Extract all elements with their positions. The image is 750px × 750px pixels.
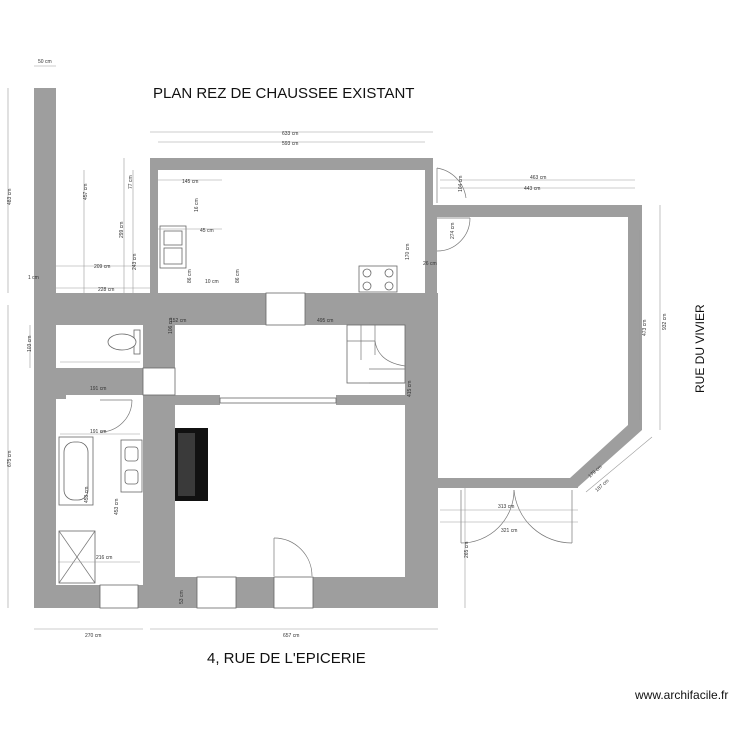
window-south-1 [99,584,139,609]
dimension-label: 593 cm [282,141,298,147]
dimension-label: 170 cm [405,244,411,260]
burner [384,268,394,278]
dimension-label: 443 cm [524,186,540,192]
dimension-label: 228 cm [98,287,114,293]
dimension-label: 50 cm [38,59,52,65]
burner [384,281,394,291]
dimension-label: 1 cm [28,275,39,281]
dimension-label: 16 cm [194,198,200,212]
window-corridor [142,367,176,396]
dimension-label: 152 cm [170,318,186,324]
south-wall-mid [138,585,197,608]
window-mid [265,292,306,326]
dimension-label: 86 cm [235,269,241,283]
windows [99,292,337,609]
shower-diagonal [58,530,96,584]
burner [362,281,372,291]
dimension-label: 191 cm [90,429,106,435]
dimension-label: 145 cm [182,179,198,185]
kitchen-sink-basin [163,230,183,246]
door-swing [99,399,133,433]
north-wall [150,158,433,170]
south-wall-center [236,577,274,608]
dimension-label: 209 cm [94,264,110,270]
window-south-3 [273,576,314,609]
dimension-label: 216 cm [96,555,112,561]
door-swing [513,489,573,544]
wood-stove-inner [178,433,195,496]
bathtub-inner [63,441,89,501]
door-swing [436,167,467,199]
dimension-label: 473 cm [642,320,648,336]
dimension-label: 463 cm [530,175,546,181]
sink-basin [124,446,139,462]
watermark: www.archifacile.fr [634,688,728,702]
dimension-label: 657 cm [283,633,299,639]
south-wall-inner [166,577,197,585]
burner [362,268,372,278]
living-north-wall [175,395,220,405]
dimension-label: 453 cm [114,499,120,515]
dimension-label: 45 cm [200,228,214,234]
dimension-label: 495 cm [317,318,333,324]
annex-wall [425,205,437,488]
kitchen-east-wall [437,205,642,217]
dimension-label: 483 cm [7,189,13,205]
mid-wall-right [305,293,438,325]
east-diagonal-wall [570,425,642,487]
window-south-2 [196,576,237,609]
dimension-label: 415 cm [407,381,413,397]
dimension-label: 453 cm [84,487,90,503]
lower-north-wall [437,478,578,488]
dimension-label: 86 cm [187,269,193,283]
east-chamfer-top [628,205,642,430]
dimension-label: 103 cm [27,336,33,352]
door-swing [460,489,515,544]
door-swing [273,537,313,577]
dimension-label: 265 cm [464,542,470,558]
dimension-label: 932 cm [662,314,668,330]
walls [34,88,642,608]
plan-title: PLAN REZ DE CHAUSSEE EXISTANT [153,85,414,102]
bath-partition [56,395,66,399]
stair-arc [374,340,406,367]
dimension-lines [7,65,661,630]
dimension-label: 299 cm [119,222,125,238]
opening-living [219,397,337,404]
west-inner-wall [150,158,158,293]
dimension-label: 191 cm [90,386,106,392]
dimension-labels: 50 cm 483 cm 1 cm 675 cm 457 cm 633 cm 5… [7,59,668,639]
dimension-label: 457 cm [83,184,89,200]
dimension-label: 243 cm [132,254,138,270]
dimension-label: 321 cm [501,528,517,534]
sink-basin [124,469,139,485]
west-wall [34,88,56,608]
corridor-wall [56,368,143,395]
address-label: 4, RUE DE L'EPICERIE [207,650,366,667]
living-north-wall-2 [336,395,438,405]
dimension-label: 53 cm [179,590,185,604]
fixtures [58,225,406,584]
staircase [346,324,406,384]
south-wall-left [34,585,100,608]
dimension-label: 77 cm [128,175,134,189]
dimension-label: 104 cm [458,176,464,192]
central-column [143,293,175,585]
dimension-label: 675 cm [7,451,13,467]
dimension-label: 633 cm [282,131,298,137]
dimension-label: 270 cm [85,633,101,639]
kitchen-sink-drainer [163,247,183,265]
dimension-label: 106 cm [168,318,174,334]
street-label: RUE DU VIVIER [693,304,707,393]
door-swing [436,217,471,252]
dimension-label: 10 cm [205,279,219,285]
dimension-label: 187 cm [594,478,610,493]
dimension-label: 274 cm [450,223,456,239]
toilet-bowl-icon [107,333,137,351]
doors [99,167,573,577]
dimension-label: 313 cm [498,504,514,510]
dimension-label: 26 cm [423,261,437,267]
